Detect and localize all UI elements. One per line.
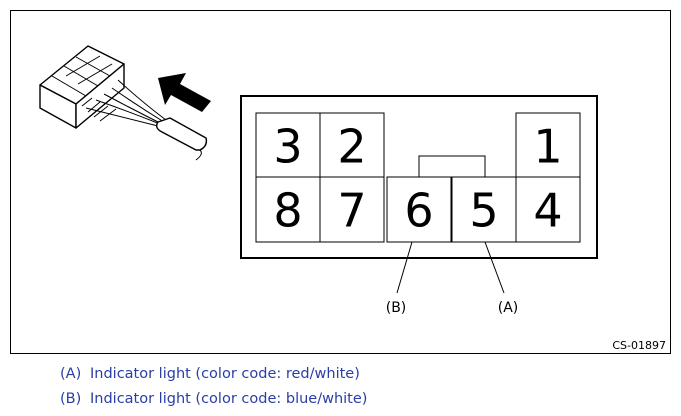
view-direction-arrow-icon	[158, 73, 211, 112]
callout-b-label: (B)	[386, 300, 407, 316]
pin-cell: 3	[255, 112, 321, 179]
figure-code: CS-01897	[612, 339, 666, 352]
legend-key: (B)	[60, 391, 82, 407]
pin-cell: 7	[319, 176, 385, 243]
pin-number: 5	[469, 184, 498, 238]
pin-number: 3	[273, 120, 302, 174]
pin-cell: 1	[515, 112, 581, 179]
pin-cell: 4	[515, 176, 581, 243]
legend-text: Indicator light (color code: blue/white)	[90, 391, 368, 407]
pin-number: 7	[337, 184, 366, 238]
legend-item-b: (B) Indicator light (color code: blue/whi…	[60, 387, 367, 412]
pin-number: 8	[273, 184, 302, 238]
callout-a-label: (A)	[498, 300, 519, 316]
connector-key	[418, 155, 486, 178]
legend: (A) Indicator light (color code: red/whit…	[60, 362, 367, 412]
pin-cell: 8	[255, 176, 321, 243]
pin-number: 6	[404, 184, 433, 238]
callout-a-leader	[484, 241, 505, 294]
pin-number: 1	[533, 120, 562, 174]
pin-number: 2	[337, 120, 366, 174]
legend-text: Indicator light (color code: red/white)	[90, 366, 360, 382]
legend-item-a: (A) Indicator light (color code: red/whit…	[60, 362, 367, 387]
pin-cell: 6	[386, 176, 452, 243]
pin-cell: 2	[319, 112, 385, 179]
legend-key: (A)	[60, 366, 82, 382]
pin-number: 4	[533, 184, 562, 238]
callout-b-leader	[396, 241, 413, 294]
figure-frame	[10, 10, 671, 354]
connector-sketch	[39, 45, 208, 161]
pin-cell: 5	[451, 176, 517, 243]
